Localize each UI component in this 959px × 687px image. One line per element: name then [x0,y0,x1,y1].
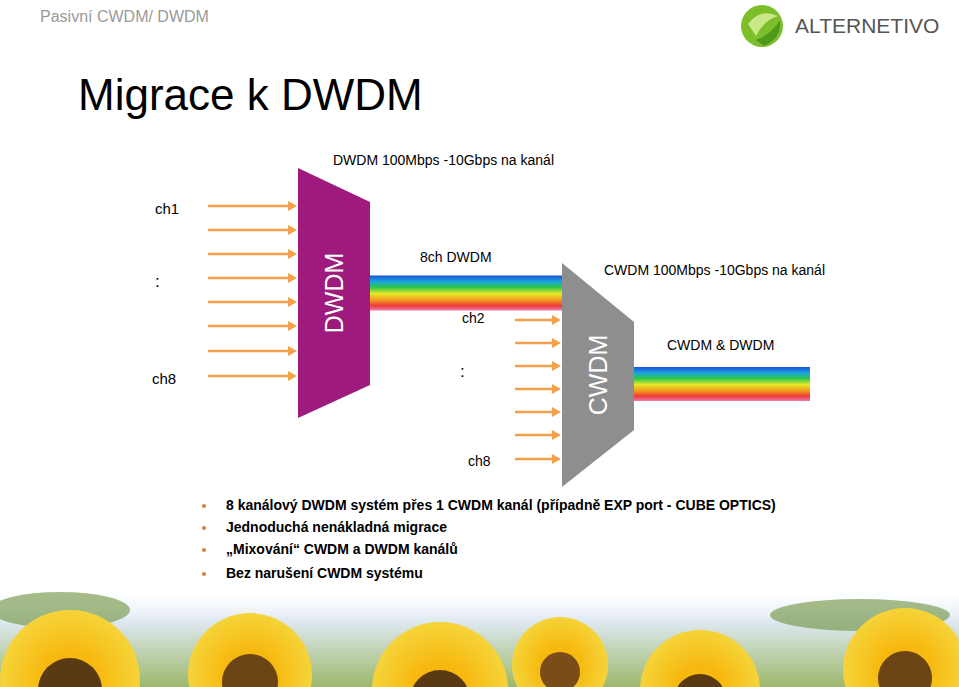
dwdm-mux: DWDM [298,168,370,418]
bullet-text: 8 kanálový DWDM systém přes 1 CWDM kanál… [226,497,776,514]
channel-rate: CWDM 100Mbps -10Gbps na kanál [604,262,825,279]
output-band [634,367,810,401]
channel-rate: DWDM 100Mbps -10Gbps na kanál [333,152,554,169]
logo-icon [741,5,783,47]
ellipsis-label: : [460,362,465,382]
channel-label: ch2 [462,310,485,327]
bullet-dots [202,504,206,576]
band-label: CWDM & DWDM [667,337,774,354]
slide-title: Migrace k DWDM [78,70,423,120]
mux-label: DWDM [320,253,349,334]
channel-label: ch8 [468,453,491,470]
header-text: Pasivní CWDM/ DWDM [40,7,209,26]
band-label: 8ch DWDM [420,249,492,266]
sunflowers [0,592,959,687]
bullet-text: „Mixování“ CWDM a DWDM kanálů [226,541,458,558]
bullet-text: Bez narušení CWDM systému [226,565,423,582]
cwdm-mux: CWDM [562,263,634,487]
input-arrows [208,201,561,464]
channel-label: ch1 [155,200,179,218]
wavelength-band [369,276,563,311]
mux-label: CWDM [584,335,613,416]
ellipsis-label: : [155,272,160,292]
bullet-text: Jednoduchá nenákladná migrace [226,519,447,536]
logo-text: ALTERNETIVO [795,13,939,38]
channel-label: ch8 [152,370,176,388]
